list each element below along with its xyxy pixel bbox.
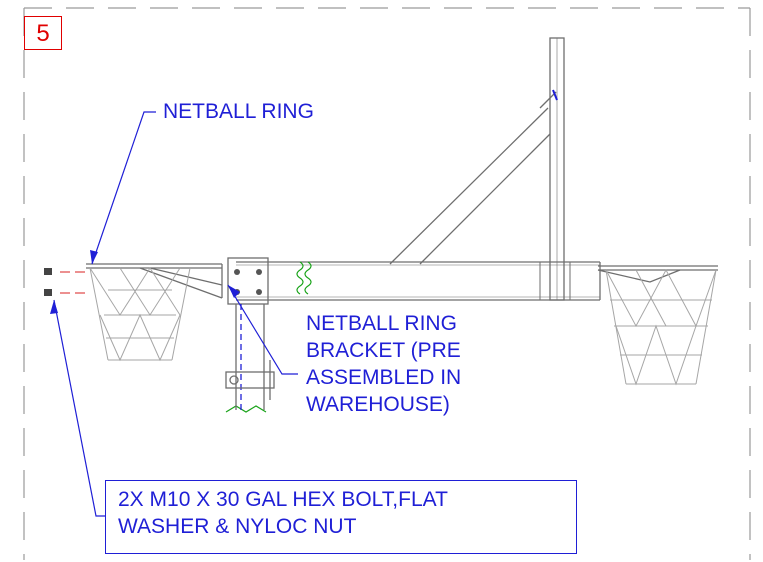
ring-bracket-label-line: ASSEMBLED IN bbox=[306, 366, 462, 389]
vertical-pole bbox=[549, 37, 565, 301]
right-netball-ring bbox=[597, 265, 718, 386]
ring-bracket-label-line: NETBALL RING bbox=[306, 312, 457, 335]
netball-ring-label: NETBALL RING bbox=[163, 100, 314, 123]
leader-lines bbox=[53, 111, 298, 517]
leader-arrowheads bbox=[50, 250, 240, 314]
drawing-frame bbox=[23, 7, 751, 560]
bolt-kit-label-line: WASHER & NYLOC NUT bbox=[118, 515, 357, 538]
exploded-bolts bbox=[44, 268, 86, 296]
step-number-box: 5 bbox=[24, 16, 62, 50]
left-netball-ring bbox=[86, 263, 223, 362]
weld-marks bbox=[225, 261, 312, 413]
ring-bracket-label-line: WAREHOUSE) bbox=[306, 393, 450, 416]
ring-bracket-assembly bbox=[225, 257, 275, 410]
bolt-kit-label: 2X M10 X 30 GAL HEX BOLT,FLAT WASHER & N… bbox=[105, 480, 577, 554]
bolt-kit-label-line: 2X M10 X 30 GAL HEX BOLT,FLAT bbox=[118, 488, 448, 511]
ring-bracket-label: NETBALL RING BRACKET (PRE ASSEMBLED IN W… bbox=[306, 310, 461, 418]
horizontal-arm bbox=[236, 261, 601, 301]
diagonal-brace bbox=[389, 89, 558, 265]
ring-bracket-label-line: BRACKET (PRE bbox=[306, 339, 461, 362]
